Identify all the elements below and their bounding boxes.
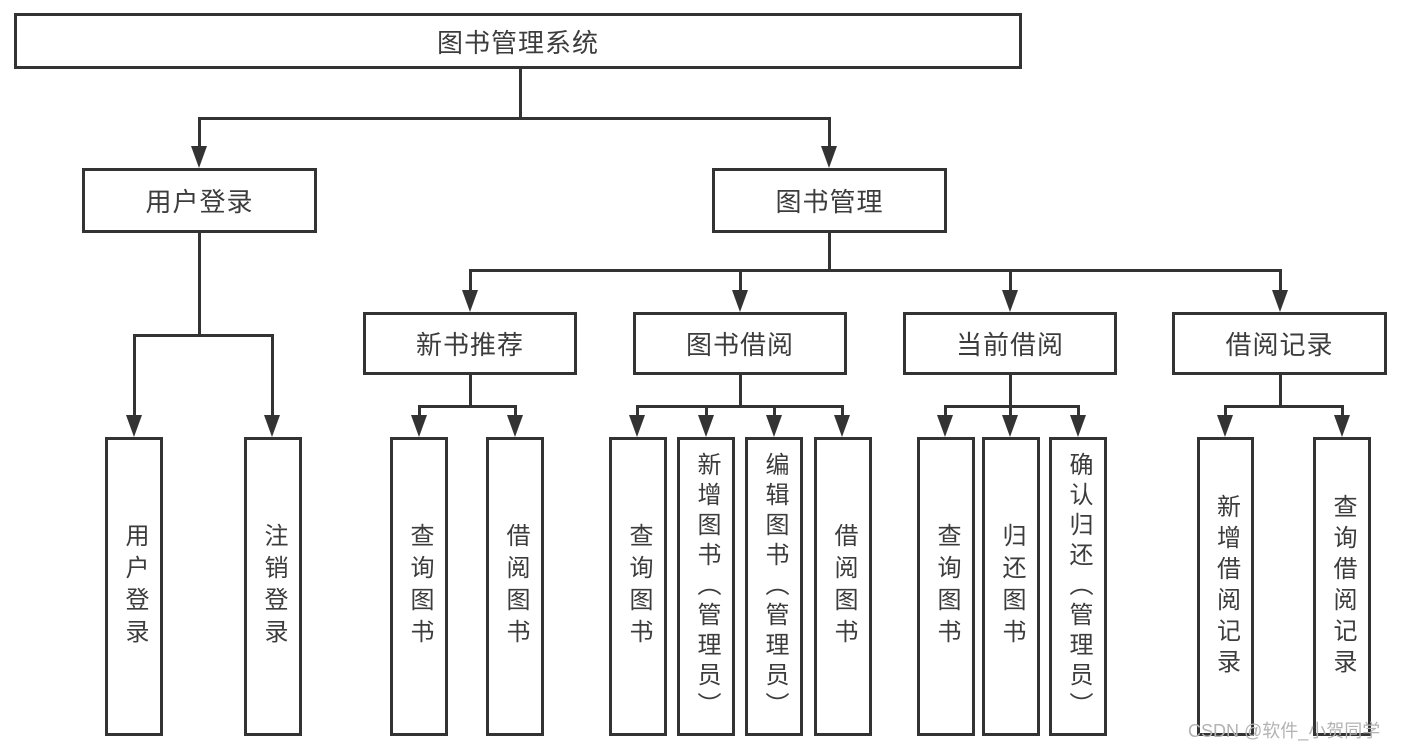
leaf-current-query-label: 查询图书 (933, 522, 960, 651)
node-root: 图书管理系统 (14, 13, 1022, 69)
node-current-borrow-label: 当前借阅 (955, 330, 1064, 360)
node-borrow-records-label: 借阅记录 (1225, 330, 1334, 360)
leaf-logout-label: 注销登录 (260, 522, 287, 651)
connector-arrow-bw-query-shaft (636, 405, 639, 417)
leaf-records-add: 新增借阅记录 (1197, 437, 1254, 736)
connector-arrow-logout-shaft (271, 334, 274, 417)
arrowhead-new-books (462, 290, 478, 312)
connector-arrow-new-books-shaft (469, 269, 472, 292)
arrowhead-borrowing (732, 290, 748, 312)
connector-borrowing-stem (739, 375, 742, 407)
leaf-records-query-label: 查询借阅记录 (1329, 493, 1356, 680)
connector-new-books-branch (418, 405, 517, 408)
connector-arrow-book-mgmt-shaft (828, 117, 831, 148)
node-book-mgmt-label: 图书管理 (775, 187, 884, 217)
node-borrow-records: 借阅记录 (1172, 312, 1387, 375)
connector-arrow-bw-add-shaft (705, 405, 708, 417)
leaf-current-return: 归还图书 (982, 437, 1040, 736)
connector-arrow-bw-edit-shaft (773, 405, 776, 417)
node-book-mgmt: 图书管理 (712, 168, 947, 233)
arrowhead-records (1272, 290, 1288, 312)
leaf-current-confirm: 确认归还（管理员） (1049, 437, 1107, 736)
connector-arrow-current-shaft (1009, 269, 1012, 292)
leaf-borrowing-add-label: 新增图书（管理员） (693, 451, 720, 722)
connector-book-mgmt-stem (828, 233, 831, 271)
connector-arrow-cb-confirm-shaft (1077, 405, 1080, 417)
connector-arrow-cb-return-shaft (1009, 405, 1012, 417)
connector-level3-branch (469, 269, 1282, 272)
connector-user-login-branch (133, 334, 274, 337)
arrowhead-logout (264, 415, 280, 437)
leaf-borrowing-query: 查询图书 (609, 437, 667, 736)
connector-user-login-stem (198, 233, 201, 336)
node-root-label: 图书管理系统 (436, 27, 599, 58)
arrowhead-cb-return (1002, 415, 1018, 437)
leaf-borrowing-edit: 编辑图书（管理员） (745, 437, 803, 736)
connector-arrow-nb-borrow-shaft (514, 405, 517, 417)
leaf-borrowing-query-label: 查询图书 (625, 522, 652, 651)
arrowhead-bw-add (698, 415, 714, 437)
leaf-user-login-label: 用户登录 (121, 522, 148, 651)
connector-arrow-rc-add-shaft (1224, 405, 1227, 417)
node-new-books-label: 新书推荐 (415, 330, 524, 360)
leaf-user-login: 用户登录 (105, 437, 163, 736)
connector-level2-branch (198, 117, 831, 120)
connector-records-stem (1279, 375, 1282, 407)
leaf-records-add-label: 新增借阅记录 (1212, 493, 1240, 680)
arrowhead-bw-borrow (834, 415, 850, 437)
node-current-borrow: 当前借阅 (903, 312, 1117, 375)
connector-arrow-rc-query-shaft (1341, 405, 1344, 417)
connector-arrow-cb-query-shaft (944, 405, 947, 417)
leaf-newbooks-borrow-label: 借阅图书 (502, 522, 529, 651)
leaf-newbooks-query: 查询图书 (390, 437, 448, 736)
connector-borrowing-branch (636, 405, 844, 408)
node-new-books: 新书推荐 (363, 312, 577, 375)
node-book-borrowing: 图书借阅 (633, 312, 847, 375)
leaf-records-query: 查询借阅记录 (1313, 437, 1371, 736)
leaf-newbooks-borrow: 借阅图书 (486, 437, 544, 736)
connector-current-stem (1009, 375, 1012, 407)
connector-records-branch (1224, 405, 1344, 408)
connector-new-books-stem (469, 375, 472, 407)
leaf-borrowing-borrow-label: 借阅图书 (830, 522, 857, 651)
leaf-borrowing-add: 新增图书（管理员） (677, 437, 735, 736)
arrowhead-rc-query (1334, 415, 1350, 437)
leaf-current-confirm-label: 确认归还（管理员） (1065, 451, 1092, 722)
connector-root-stem (519, 69, 522, 119)
connector-arrow-user-login-shaft (198, 117, 201, 148)
arrowhead-book-mgmt (821, 146, 837, 168)
arrowhead-cb-query (937, 415, 953, 437)
node-book-borrowing-label: 图书借阅 (685, 330, 794, 360)
connector-arrow-login-shaft (133, 334, 136, 417)
arrowhead-login (126, 415, 142, 437)
connector-arrow-records-shaft (1279, 269, 1282, 292)
watermark: CSDN @软件_小贺同学 (1188, 721, 1381, 741)
arrowhead-bw-edit (766, 415, 782, 437)
leaf-logout: 注销登录 (244, 437, 302, 736)
arrowhead-cb-confirm (1070, 415, 1086, 437)
arrowhead-nb-query (411, 415, 427, 437)
node-user-login-label: 用户登录 (145, 187, 254, 217)
arrowhead-nb-borrow (507, 415, 523, 437)
leaf-borrowing-edit-label: 编辑图书（管理员） (761, 451, 788, 722)
connector-current-branch (944, 405, 1080, 408)
node-user-login: 用户登录 (82, 168, 317, 233)
arrowhead-bw-query (629, 415, 645, 437)
arrowhead-current (1002, 290, 1018, 312)
leaf-current-return-label: 归还图书 (998, 522, 1025, 651)
connector-arrow-nb-query-shaft (418, 405, 421, 417)
arrowhead-user-login (191, 146, 207, 168)
connector-arrow-borrowing-shaft (739, 269, 742, 292)
leaf-current-query: 查询图书 (917, 437, 975, 736)
leaf-newbooks-query-label: 查询图书 (406, 522, 433, 651)
leaf-borrowing-borrow: 借阅图书 (814, 437, 872, 736)
connector-arrow-bw-borrow-shaft (841, 405, 844, 417)
arrowhead-rc-add (1217, 415, 1233, 437)
